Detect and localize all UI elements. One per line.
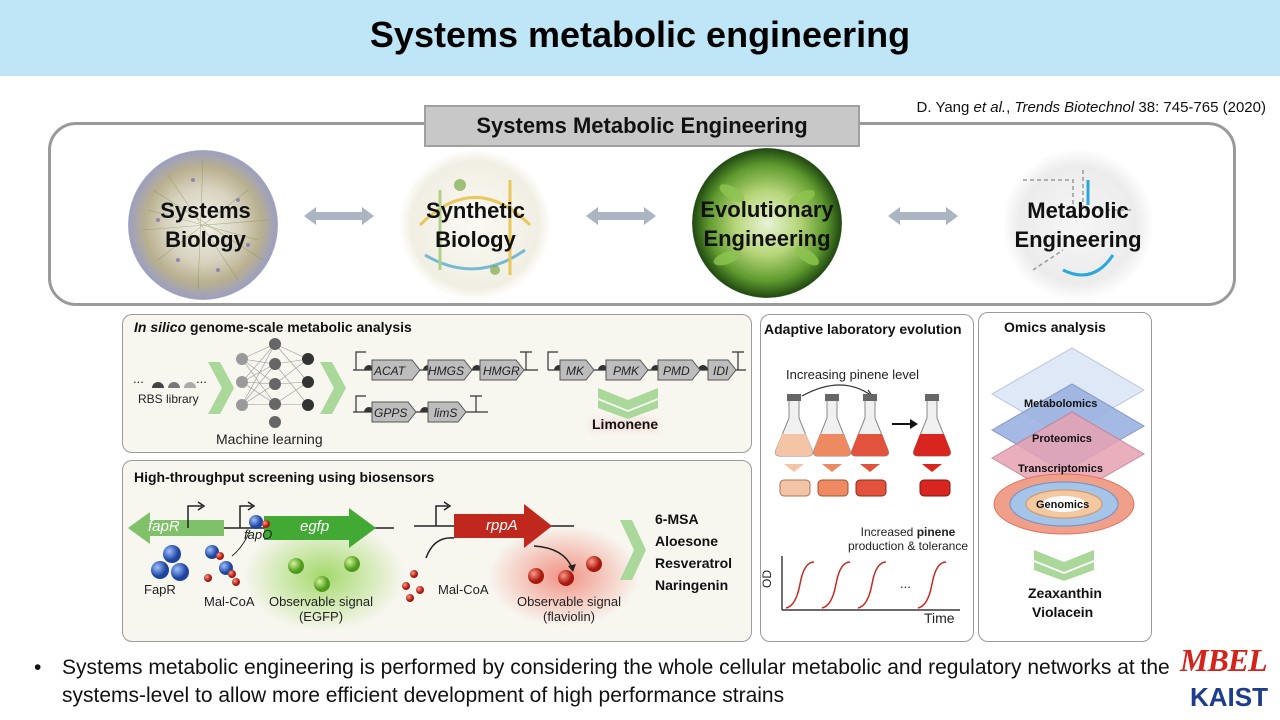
gene-hmgr: HMGR [483,364,520,378]
gene-idi: IDI [713,364,729,378]
circuit-texture [418,179,532,275]
omics-products: Zeaxanthin Violacein [1028,585,1102,620]
flask-culture [913,434,951,456]
gene-hmgs: HMGS [428,364,464,378]
kaist-logo: KAIST [1190,682,1268,712]
chevron-down-icon [1034,550,1094,581]
flask-cap [925,394,939,401]
flask-series [775,384,951,497]
flask-cap [825,394,839,401]
gene-fapr: fapR [148,518,180,535]
citation-details: 38: 745-765 (2020) [1138,99,1266,116]
bullet-text: Systems metabolic engineering is perform… [62,656,1170,707]
pathway-texture [1023,170,1133,277]
malcoa-label-2: Mal-CoA [438,582,489,597]
hts-panel [122,460,752,642]
omics-stack [991,347,1145,535]
neural-network-icon [236,338,314,428]
chevron-down-icon [598,388,658,419]
flask-culture [775,434,813,456]
bullet-mark: • [34,656,42,679]
rbs-shapes [152,382,196,388]
gene-rppa: rppA [486,517,518,534]
gene-mk: MK [566,364,584,378]
bacteria-texture [713,184,819,266]
gene-acat: ACAT [374,364,406,378]
increased-pinene-label: Increased pinene production & tolerance [847,525,969,553]
hts-title: High-throughput screening using biosenso… [134,469,435,485]
ale-title: Adaptive laboratory evolution [764,321,962,337]
sme-label: Systems Metabolic Engineering [424,105,860,147]
double-arrow-icon [304,207,374,225]
ml-label: Machine learning [216,431,323,447]
citation-author: D. Yang [916,99,970,116]
mbel-logo: MBEL [1180,642,1268,678]
signal-egfp: Observable signal (EGFP) [268,594,374,624]
synthetic-biology-label: Synthetic Biology [425,198,526,252]
evolutionary-engineering-image [692,148,842,298]
page-title: Systems metabolic engineering [369,14,911,55]
gene-constructs [353,351,746,423]
signal-flaviolin: Observable signal (flaviolin) [516,594,622,624]
gene-egfp: egfp [300,518,330,535]
gene-pmk: PMK [613,364,640,378]
limonene-label: Limonene [592,416,659,432]
synthetic-biology-image [400,150,550,300]
omics-metabolomics: Metabolomics [1024,398,1098,410]
flask-culture [813,434,851,456]
fapr-protein-label: FapR [144,582,176,597]
rbs-dots: ... [133,371,144,386]
increasing-pinene-label: Increasing pinene level [786,367,919,382]
gene-fapo: fapO [244,527,273,542]
omics-proteomics: Proteomics [1032,433,1092,445]
flask-cap [787,394,801,401]
citation-etal: et al. [973,99,1007,116]
time-label: Time [924,610,955,626]
biosensor-diagram [128,501,646,631]
hts-products: 6-MSA Aloesone Resveratrol Naringenin [655,511,733,593]
ale-dots: ... [900,576,911,591]
rbs-dots-right: ... [196,371,207,386]
omics-genomics: Genomics [1036,499,1090,511]
growth-curves [781,556,960,611]
insilico-title: In silico genome-scale metabolic analysi… [134,319,412,335]
network-texture [142,159,269,291]
flask-cap [863,394,877,401]
systems-biology-label: Systems Biology [160,198,251,252]
omics-transcriptomics: Transcriptomics [1018,463,1103,475]
evolutionary-engineering-label: Evolutionary Engineering [700,197,834,251]
omics-title: Omics analysis [1004,319,1106,335]
od-label: OD [760,570,774,588]
ale-panel [760,314,974,642]
title-banner: Systems metabolic engineering [0,0,1280,76]
gene-gpps: GPPS [374,406,408,420]
citation: D. Yang et al., Trends Biotechnol 38: 74… [916,99,1266,116]
chevron-right-icon [320,362,346,414]
malcoa-label-1: Mal-CoA [204,594,255,609]
double-arrow-icon [586,207,656,225]
flask-culture [851,434,889,456]
metabolic-engineering-label: Metabolic Engineering [1014,198,1142,252]
citation-journal: Trends Biotechnol [1014,99,1135,116]
rbs-label: RBS library [138,392,199,406]
double-arrow-icon [888,207,958,225]
gene-lims: limS [434,406,458,420]
gene-pmd: PMD [663,364,690,378]
chevron-right-icon [208,362,234,414]
